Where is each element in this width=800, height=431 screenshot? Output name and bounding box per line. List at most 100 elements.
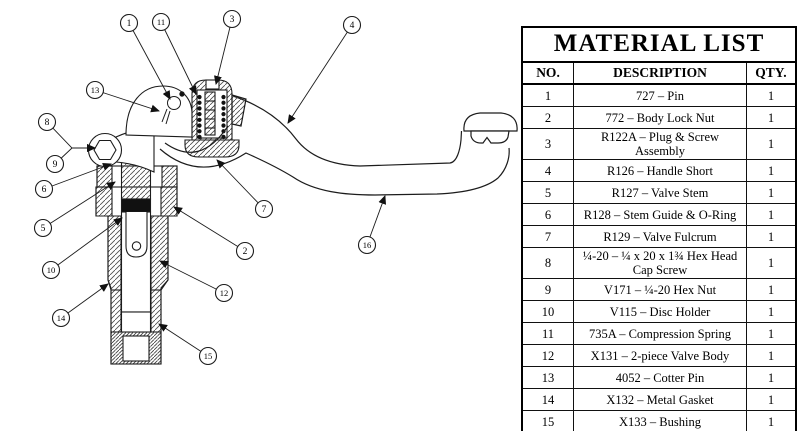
row-qty: 1: [767, 137, 775, 151]
row-no: 13: [523, 367, 574, 388]
callout-leader-1: [128, 22, 171, 100]
yoke-inner-arc: [164, 125, 229, 153]
callout-leader-4: [287, 24, 353, 124]
callout-number-8: 8: [45, 118, 50, 128]
callout-balloon-10: [41, 260, 61, 280]
disc-holder-ball: [131, 241, 142, 251]
callout-leader-10: [50, 217, 123, 271]
callout-number-9: 9: [53, 160, 58, 170]
body-wall-left: [107, 215, 122, 333]
row-qty: 1: [767, 110, 775, 125]
row-no: 3: [523, 129, 574, 159]
row-no: 9: [523, 279, 574, 300]
callout-number-3: 3: [230, 15, 235, 25]
callout-leader-13: [94, 89, 160, 113]
row-no: 14: [523, 389, 574, 410]
hex-nut: [93, 139, 117, 161]
row-description: R122A – Plug & Screw Assembly: [574, 129, 747, 159]
row-no: 11: [523, 323, 574, 344]
row-qty: 1: [767, 207, 775, 222]
material-list-header: NO. DESCRIPTION QTY.: [523, 63, 795, 85]
callout-number-16: 16: [363, 240, 372, 250]
plug-screw-assembly: [184, 79, 240, 158]
row-no: 8: [523, 248, 574, 278]
row-qty: 1: [767, 282, 775, 297]
callout-balloon-9: [45, 154, 65, 174]
row-no: 4: [523, 160, 574, 181]
callout-number-13: 13: [91, 85, 100, 95]
callout-number-14: 14: [57, 313, 66, 323]
row-qty: 1: [767, 348, 775, 363]
lock-nut-right: [160, 186, 178, 217]
bottom-bore: [122, 335, 150, 362]
callout-leader-2: [173, 206, 246, 252]
callout-balloon-2: [235, 241, 255, 261]
callout-balloon-11: [151, 12, 171, 32]
row-no: 15: [523, 411, 574, 431]
callout-number-10: 10: [47, 265, 56, 275]
header-description: DESCRIPTION: [574, 63, 747, 83]
callout-leader-6: [43, 163, 112, 190]
callout-leader-15: [158, 323, 209, 357]
valve-disc: [120, 198, 152, 213]
pivot-pin: [167, 96, 181, 110]
header-qty: QTY.: [755, 65, 787, 81]
callout-number-1: 1: [127, 19, 132, 29]
row-description: R127 – Valve Stem: [574, 182, 747, 203]
callout-leader-7: [216, 159, 265, 210]
callout-number-6: 6: [42, 185, 47, 195]
callout-leader-5: [42, 181, 116, 229]
row-no: 6: [523, 204, 574, 225]
callout-balloon-6: [34, 179, 54, 199]
row-description: ¼-20 – ¼ x 20 x 1¾ Hex Head Cap Screw: [574, 248, 747, 278]
callout-number-4: 4: [350, 21, 355, 31]
row-description: X132 – Metal Gasket: [574, 389, 747, 410]
row-no: 5: [523, 182, 574, 203]
row-description: X131 – 2-piece Valve Body: [574, 345, 747, 366]
body-wall-right: [150, 215, 169, 333]
row-no: 1: [523, 85, 574, 106]
callout-balloon-1: [119, 13, 139, 33]
callout-number-15: 15: [204, 351, 213, 361]
row-qty: 1: [767, 304, 775, 319]
row-qty: 1: [767, 88, 775, 103]
row-description: V115 – Disc Holder: [574, 301, 747, 322]
callout-balloon-7: [254, 199, 274, 219]
row-description: 4052 – Cotter Pin: [574, 367, 747, 388]
row-no: 2: [523, 107, 574, 128]
callout-balloon-3: [222, 9, 242, 29]
callout-balloon-4: [342, 15, 362, 35]
adjusting-screw: [204, 91, 216, 136]
row-no: 12: [523, 345, 574, 366]
callout-balloon-14: [51, 308, 71, 328]
row-no: 7: [523, 226, 574, 247]
callout-balloon-13: [85, 80, 105, 100]
row-qty: 1: [767, 256, 775, 270]
cotter-pin-leg2: [165, 110, 171, 125]
pin-head: [179, 91, 185, 97]
cotter-pin-leg1: [161, 108, 168, 123]
handle-socket: [231, 94, 247, 127]
callout-leader-11: [160, 21, 197, 95]
row-qty: 1: [767, 414, 775, 429]
callout-leader-14: [60, 283, 109, 319]
row-description: R126 – Handle Short: [574, 160, 747, 181]
callout-balloon-15: [198, 346, 218, 366]
row-qty: 1: [767, 229, 775, 244]
stem-guide-left: [96, 165, 113, 188]
stem-guide-right: [161, 165, 178, 188]
